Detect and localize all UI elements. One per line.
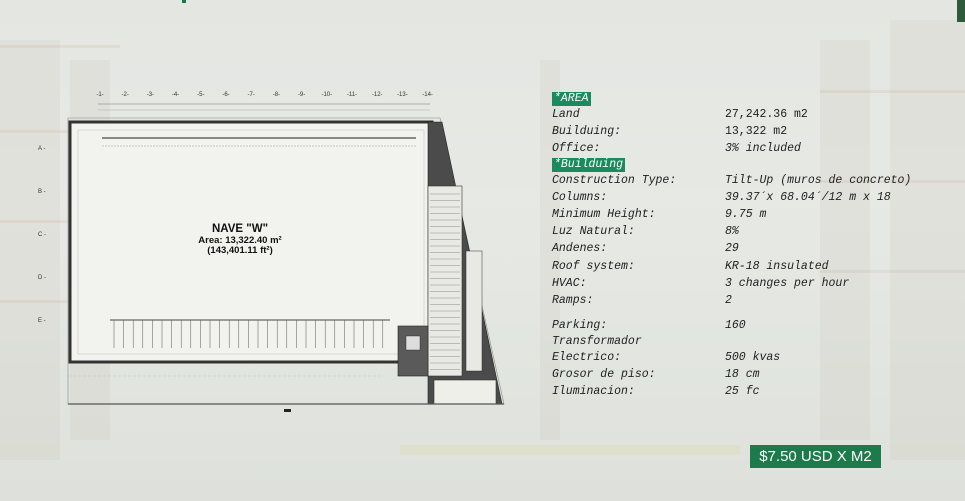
spec-building: Builduing:13,322 m2 <box>552 125 788 139</box>
spec-office: Office:3% included <box>552 142 801 156</box>
spec-columns: Columns:39.37´x 68.04´/12 m x 18 <box>552 190 891 204</box>
floor-plan: -1- -2- -3- -4- -5- -6- -7- -8- -9- -10- -11- -12- -… <box>30 86 510 416</box>
grid-column-label: -12- <box>372 92 383 98</box>
grid-row-label: A - <box>38 146 45 152</box>
floor-plan-drawing: -1- -2- -3- -4- -5- -6- -7- -8- -9- -10- -11- -12- -… <box>38 92 505 412</box>
price-badge: $7.50 USD X M2 <box>750 445 881 468</box>
grid-column-label: -9- <box>298 92 305 98</box>
grid-column-label: -6- <box>222 92 229 98</box>
building-name: NAVE "W" <box>212 223 268 235</box>
area-section-header: *AREA <box>552 92 591 106</box>
spec-roof: Roof system:KR-18 insulated <box>552 259 829 273</box>
grid-row-label: E - <box>38 318 46 324</box>
spec-construction: Construction Type:Tilt-Up (muros de conc… <box>552 173 912 187</box>
grid-column-label: -2- <box>122 92 129 98</box>
grid-column-label: -10- <box>321 92 332 98</box>
spec-parking: Parking:160 <box>552 319 746 333</box>
grid-column-label: -8- <box>273 92 280 98</box>
grid-column-label: -11- <box>347 92 357 98</box>
building-section-header: *Builduing <box>552 157 626 172</box>
grid-column-label: -5- <box>197 92 204 98</box>
spec-lighting: Iluminacion:25 fc <box>552 385 760 399</box>
spec-ramps: Ramps:2 <box>552 293 732 307</box>
grid-column-label: -3- <box>147 92 154 98</box>
grid-column-label: -13- <box>397 92 408 98</box>
building-area-ft: (143,401.11 ft²) <box>207 245 272 256</box>
grid-column-label: -1- <box>96 92 103 98</box>
spec-hvac: HVAC:3 changes per hour <box>552 276 850 290</box>
spec-docks: Andenes:29 <box>552 242 739 256</box>
grid-row-label: C - <box>38 232 46 238</box>
top-accent-mark <box>182 0 186 3</box>
grid-row-label: B - <box>38 189 46 195</box>
spec-min-height: Minimum Height:9.75 m <box>552 207 767 221</box>
grid-row-label: D - <box>38 275 46 281</box>
grid-column-label: -4- <box>172 92 179 98</box>
spec-floor-thickness: Grosor de piso:18 cm <box>552 368 760 382</box>
top-right-accent <box>957 0 965 22</box>
spec-natural-light: Luz Natural:8% <box>552 225 739 239</box>
spec-transformer: Transformador Electrico:500 kvas <box>552 335 781 365</box>
grid-column-label: -7- <box>248 92 255 98</box>
grid-column-label: -14- <box>422 92 433 98</box>
building-area: Area: 13,322.40 m² <box>198 235 281 246</box>
